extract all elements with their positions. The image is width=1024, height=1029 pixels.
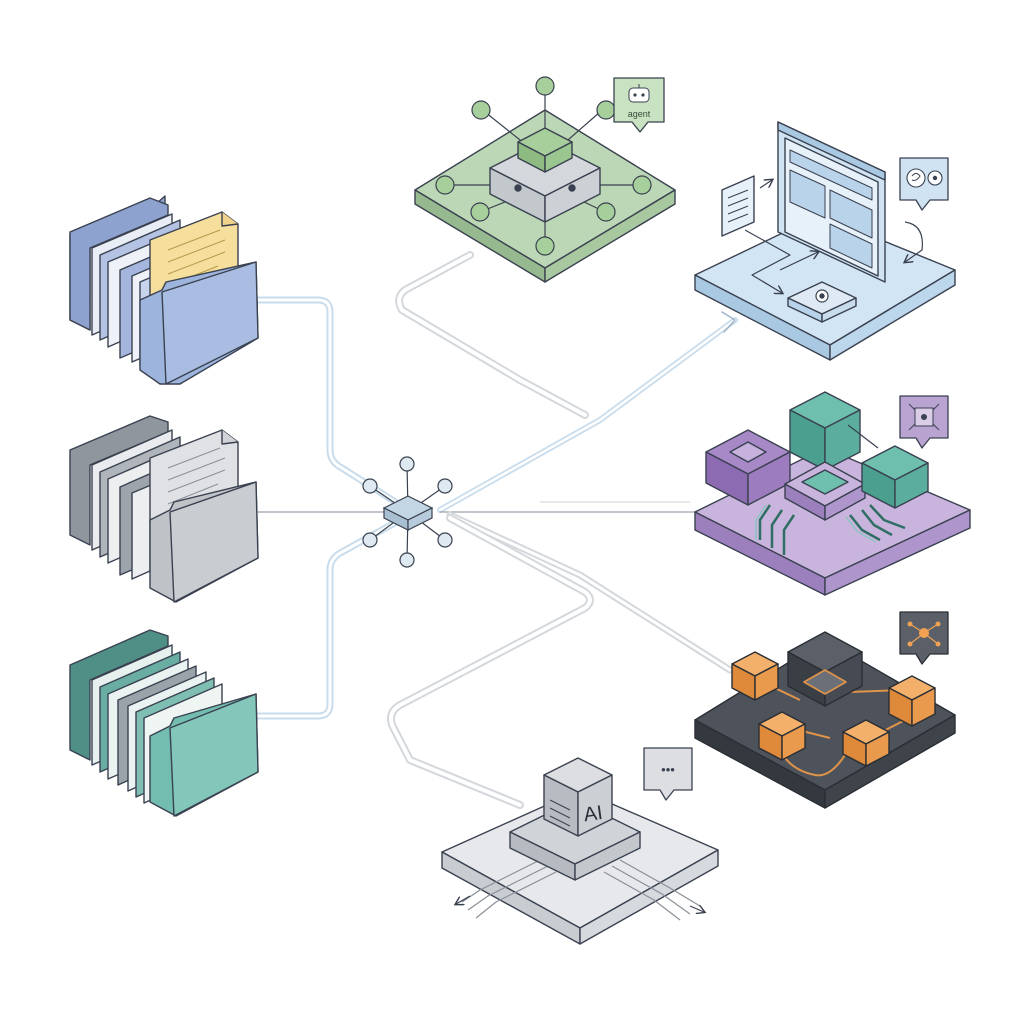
web-platform	[694, 121, 956, 361]
connector-ai	[387, 514, 594, 809]
brain-gear-icon	[899, 157, 949, 211]
graph-platform	[694, 631, 956, 809]
node-graph-icon	[899, 611, 949, 665]
circuit-platform	[694, 391, 971, 596]
chat-bubble-dots: •••	[661, 762, 675, 777]
chat-bubble-icon: •••	[643, 747, 693, 801]
robot-head-icon: agent	[613, 77, 665, 133]
ai-chip-label: AI	[582, 802, 604, 826]
agent-platform	[414, 76, 676, 283]
agent-badge-label: agent	[628, 109, 651, 119]
connector-lines	[254, 251, 738, 809]
folder-stack-teal	[69, 629, 259, 817]
hub-node-icon	[362, 456, 453, 568]
folder-stack-gray	[69, 415, 259, 603]
network-chip-icon	[899, 395, 949, 449]
ai-platform	[441, 757, 719, 945]
folder-stack-blue	[69, 195, 259, 385]
